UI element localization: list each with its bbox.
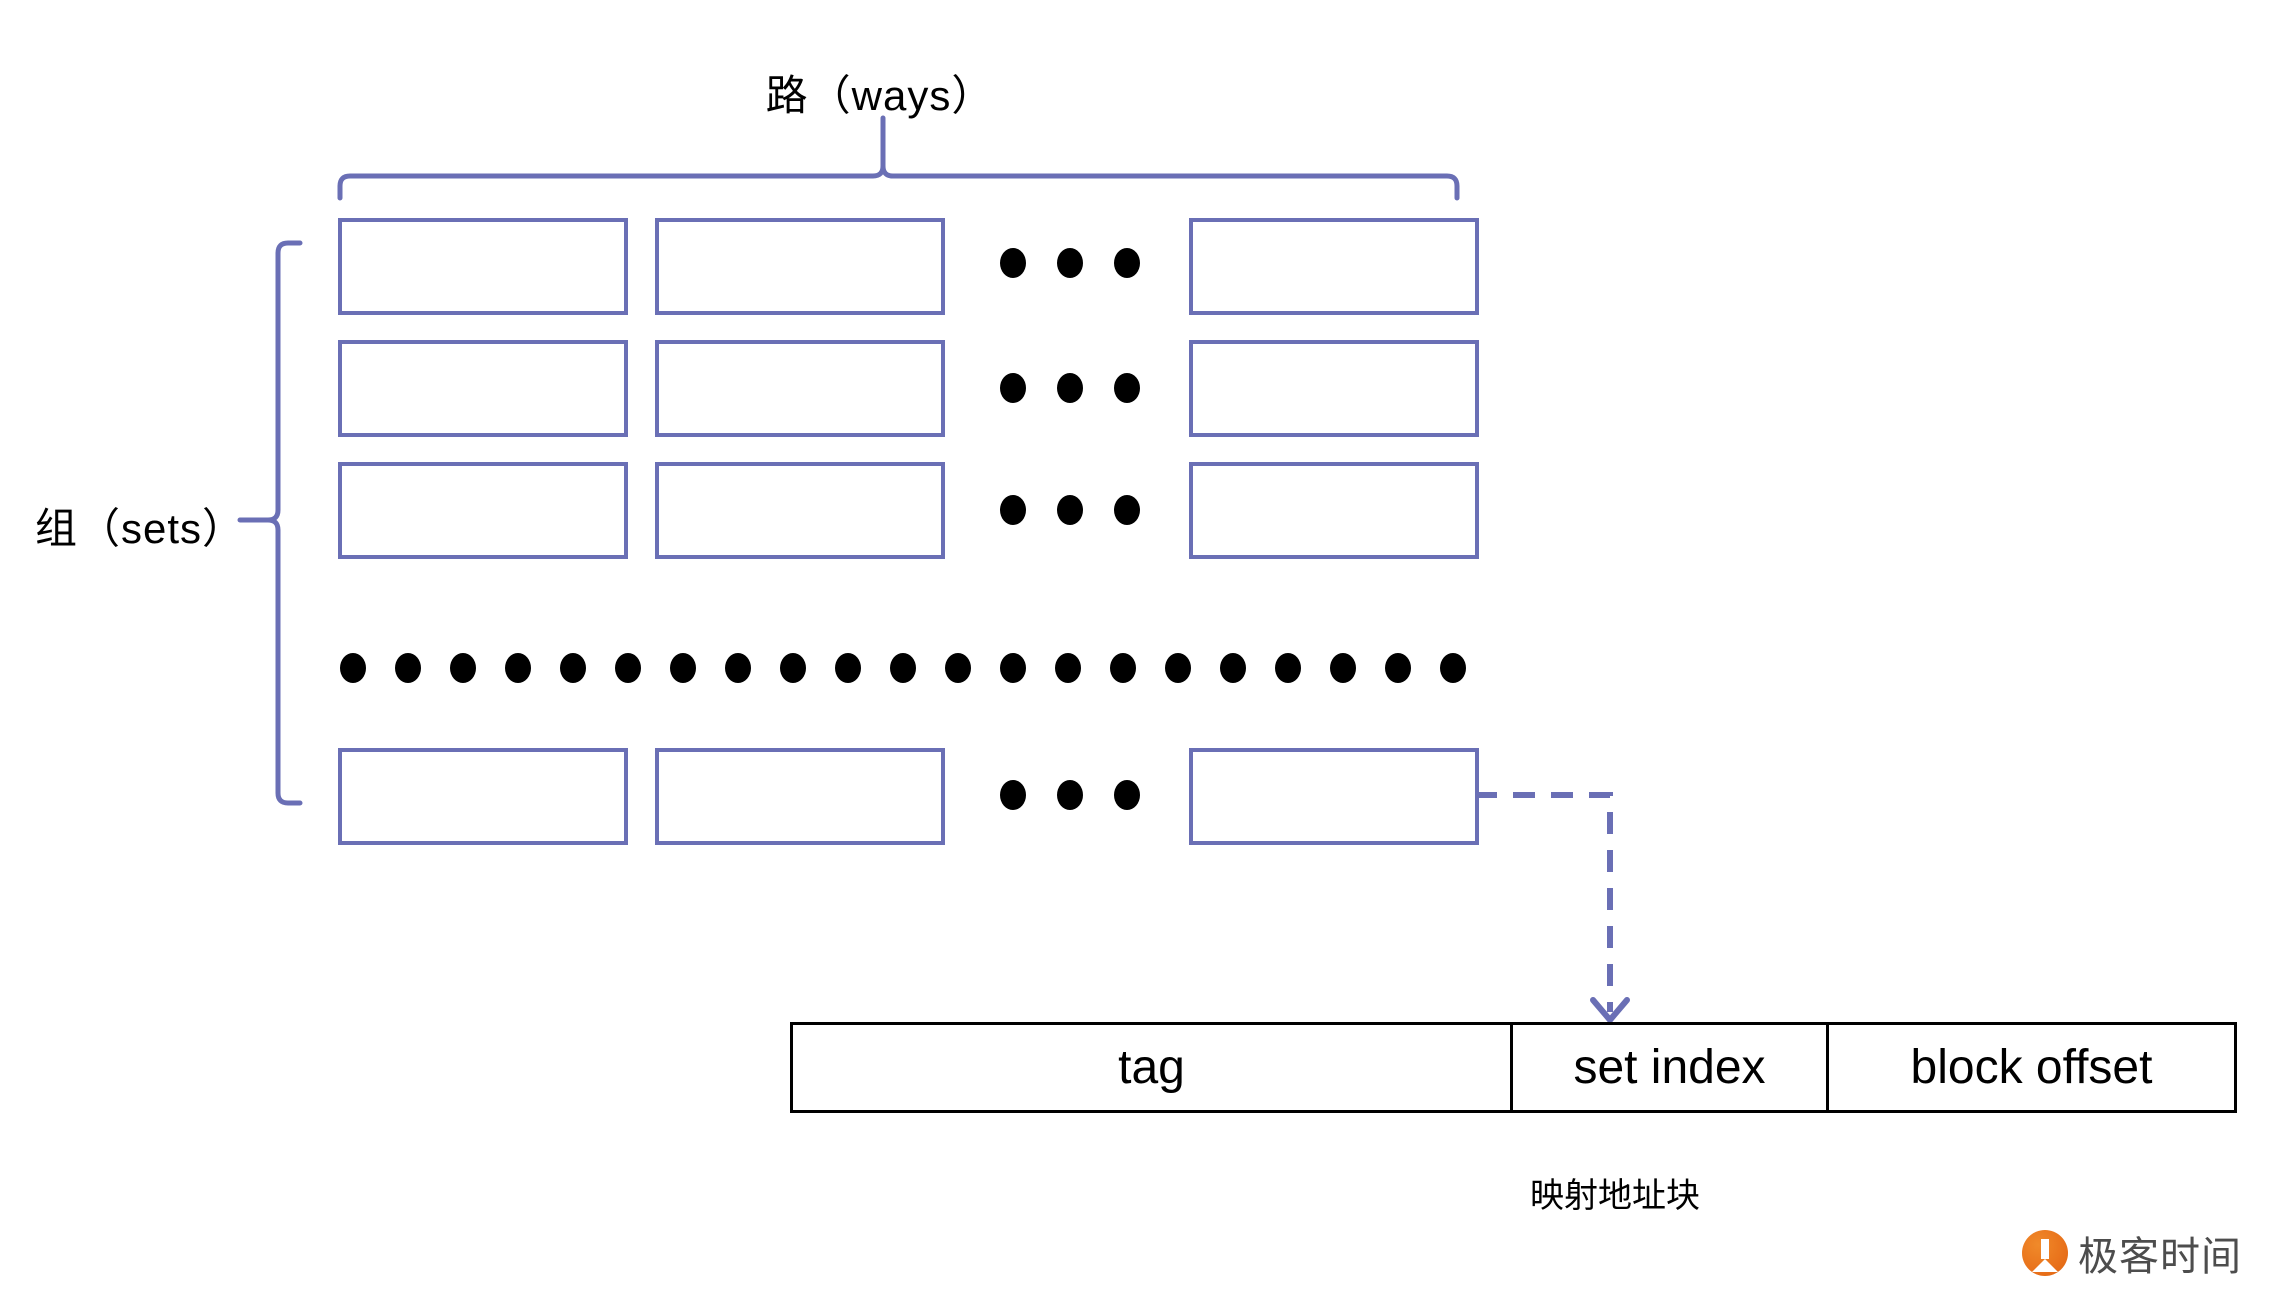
row-ellipsis-dot: [1000, 780, 1026, 810]
geektime-logo-icon: [2022, 1230, 2068, 1276]
address-block: tag set index block offset: [790, 1022, 2237, 1113]
sets-ellipsis-dot: [890, 653, 916, 683]
ways-brace: [337, 115, 1460, 201]
mapping-dashed-arrow: [1475, 792, 1613, 1012]
sets-ellipsis-dot: [615, 653, 641, 683]
row-ellipsis-dot: [1114, 248, 1140, 278]
cache-block[interactable]: [338, 748, 628, 845]
cache-block[interactable]: [338, 218, 628, 315]
row-ellipsis-dot: [1114, 495, 1140, 525]
sets-ellipsis-dot: [725, 653, 751, 683]
watermark-logo: 极客时间: [2022, 1224, 2242, 1282]
cache-block[interactable]: [1189, 462, 1479, 559]
sets-ellipsis-dot: [1110, 653, 1136, 683]
row-ellipsis-dot: [1114, 780, 1140, 810]
sets-label: 组（sets）: [34, 505, 245, 552]
cache-block[interactable]: [655, 748, 945, 845]
address-field-set-index: set index: [1510, 1025, 1826, 1110]
row-ellipsis-dot: [1114, 373, 1140, 403]
sets-ellipsis-dot: [395, 653, 421, 683]
row-ellipsis-dot: [1000, 495, 1026, 525]
row-ellipsis-dot: [1057, 373, 1083, 403]
sets-ellipsis-dot: [1440, 653, 1466, 683]
cache-block[interactable]: [655, 340, 945, 437]
sets-brace: [237, 240, 303, 806]
cache-block[interactable]: [338, 340, 628, 437]
cache-block[interactable]: [338, 462, 628, 559]
sets-ellipsis-dot: [670, 653, 696, 683]
sets-ellipsis-dot: [780, 653, 806, 683]
mapping-arrowhead: [1590, 997, 1630, 1023]
row-ellipsis-dot: [1000, 373, 1026, 403]
cache-block-mapped[interactable]: [1189, 748, 1479, 845]
sets-ellipsis-dot: [450, 653, 476, 683]
sets-ellipsis-dot: [1220, 653, 1246, 683]
watermark-text: 极客时间: [2078, 1235, 2242, 1279]
cache-block[interactable]: [655, 218, 945, 315]
sets-ellipsis-dot: [1385, 653, 1411, 683]
row-ellipsis-dot: [1057, 780, 1083, 810]
ways-label: 路（ways）: [765, 72, 995, 119]
address-field-tag: tag: [1118, 1041, 1185, 1094]
cache-block[interactable]: [1189, 218, 1479, 315]
cache-block[interactable]: [655, 462, 945, 559]
sets-ellipsis-dot: [505, 653, 531, 683]
address-field-block-offset: block offset: [1826, 1025, 2234, 1110]
address-block-caption: 映射地址块: [1530, 1177, 1700, 1215]
sets-ellipsis-dot: [560, 653, 586, 683]
sets-ellipsis-dot: [835, 653, 861, 683]
sets-ellipsis-dot: [340, 653, 366, 683]
sets-ellipsis-dot: [945, 653, 971, 683]
sets-ellipsis-dot: [1330, 653, 1356, 683]
sets-ellipsis-dot: [1000, 653, 1026, 683]
row-ellipsis-dot: [1057, 248, 1083, 278]
sets-ellipsis-dot: [1275, 653, 1301, 683]
row-ellipsis-dot: [1000, 248, 1026, 278]
sets-ellipsis-dot: [1055, 653, 1081, 683]
row-ellipsis-dot: [1057, 495, 1083, 525]
sets-ellipsis-dot: [1165, 653, 1191, 683]
cache-block[interactable]: [1189, 340, 1479, 437]
